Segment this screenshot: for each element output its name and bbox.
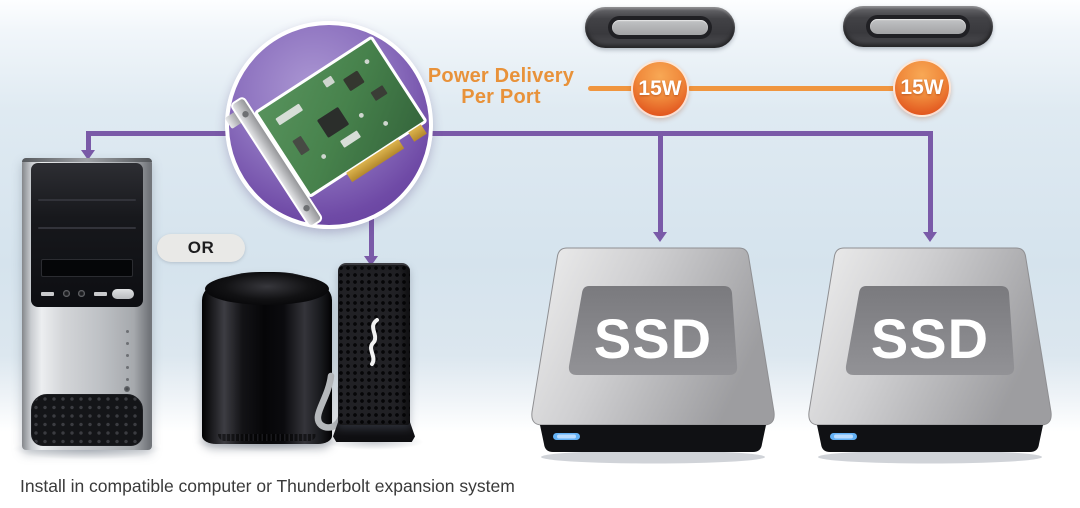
case-vent-dot [126,354,129,357]
usb-port-icon [41,292,54,296]
ssd-label: SSD [594,307,712,370]
or-badge: OR [157,234,245,262]
chassis-base [333,420,415,442]
arrow-down-icon [364,256,378,266]
power-button [112,289,134,299]
power-delivery-label-line2: Per Port [461,86,541,108]
usb-c-port-icon-2 [843,6,993,47]
ssd-label: SSD [871,307,989,370]
power-delivery-label-line1: Power Delivery [427,65,575,87]
usb-c-port-tongue [870,19,966,34]
arrow-down-icon [923,232,937,242]
case-vent-dot [126,342,129,345]
or-badge-label: OR [187,238,215,257]
power-delivery-label: Power Delivery Per Port [415,66,587,108]
ssd-drive-icon-2: SSD [808,247,1052,464]
power-badge-port-2: 15W [893,59,951,117]
orange-power-line-segment-1 [588,86,634,91]
purple-connector-to-chassis [369,198,374,258]
power-badge-port-1: 15W [631,60,689,118]
case-logo-dot [124,386,130,392]
arrow-down-icon [653,232,667,242]
desktop-tower-computer-icon [22,158,152,450]
usb-port-icon [94,292,107,296]
purple-connector-to-tower [86,133,91,152]
case-vent-dot [126,366,129,369]
purple-connector-to-ssd-2 [928,131,933,234]
usb-c-port-icon-1 [585,7,735,48]
vendor-logo-icon [369,318,379,366]
audio-jack-icon [78,290,85,297]
audio-jack-icon [63,290,70,297]
thunderbolt-expansion-chassis-icon [333,263,415,445]
tower-front-panel [31,163,143,307]
purple-connector-to-ssd-1 [658,131,663,234]
power-badge-value: 15W [900,76,944,99]
ssd-drive-icon-1: SSD [531,247,775,464]
drive-bay-line [38,227,136,229]
drive-bay-line [38,199,136,201]
power-badge-value: 15W [638,77,682,100]
pcie-card-highlight-circle [225,21,433,229]
diagram-caption: Install in compatible computer or Thunde… [20,476,515,496]
usb-c-port-tongue [612,20,708,35]
pcie-card-icon [225,36,427,227]
arrow-down-icon [81,150,95,160]
case-vent-dot [126,330,129,333]
case-vent-dot [126,378,129,381]
purple-connector-horizontal [86,131,933,136]
tower-front-grille [31,394,143,446]
optical-drive-slot [41,259,133,277]
orange-power-line-segment-2 [688,86,896,91]
mac-pro-cylinder-icon [202,272,332,444]
